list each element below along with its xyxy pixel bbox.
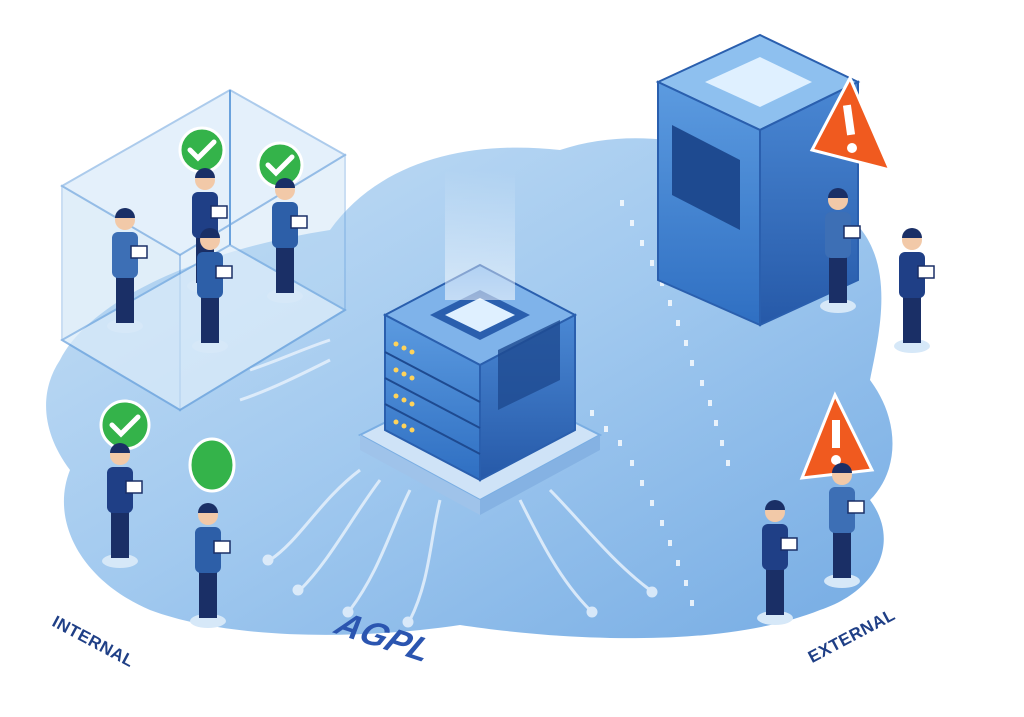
person-icon bbox=[894, 228, 935, 353]
central-server bbox=[357, 170, 603, 515]
check-badge-icon bbox=[178, 126, 226, 174]
person-icon bbox=[824, 463, 865, 588]
warning-triangle-icon bbox=[809, 74, 893, 173]
check-badge-icon bbox=[188, 437, 236, 493]
people bbox=[102, 168, 935, 628]
person-icon bbox=[267, 178, 308, 303]
person-icon bbox=[102, 443, 143, 568]
person-icon bbox=[757, 500, 798, 625]
external-server-tower bbox=[655, 33, 861, 327]
person-icon bbox=[820, 188, 861, 313]
person-icon bbox=[107, 208, 148, 333]
person-icon bbox=[190, 503, 231, 628]
check-badge-icon bbox=[256, 141, 304, 189]
person-icon bbox=[192, 228, 233, 353]
check-badge-icon bbox=[99, 399, 151, 451]
circuit-lines bbox=[239, 338, 658, 628]
